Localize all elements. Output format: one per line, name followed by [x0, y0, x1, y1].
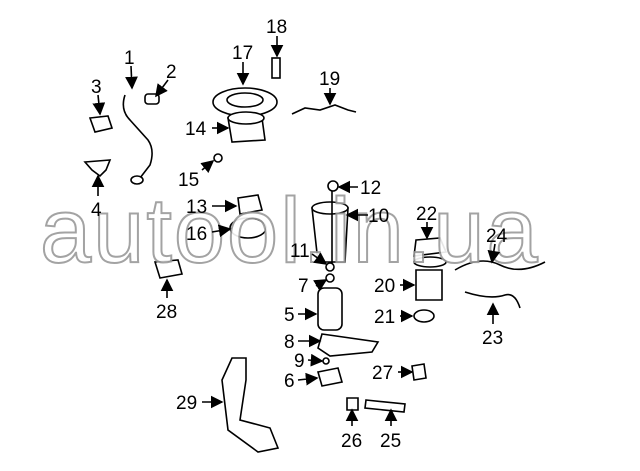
label-27: 27	[372, 363, 393, 384]
label-18: 18	[266, 17, 287, 38]
label-2: 2	[166, 62, 177, 83]
part-1-pipe-end	[130, 175, 144, 185]
label-20: 20	[374, 276, 395, 297]
label-23: 23	[482, 328, 503, 349]
part-5-fuel-pump	[317, 287, 343, 331]
part-26-clamp	[346, 397, 359, 411]
part-14-top	[227, 111, 265, 125]
part-23-hose	[464, 291, 521, 309]
part-1-fuel-pipe	[122, 94, 153, 179]
parts	[83, 57, 546, 453]
part-24-hose	[454, 260, 546, 271]
watermark-text: autool.in.ua	[40, 180, 540, 282]
label-25: 25	[380, 431, 401, 452]
label-24: 24	[486, 226, 508, 247]
part-7-oring	[325, 273, 335, 283]
label-16: 16	[186, 224, 207, 245]
part-6-strainer	[316, 367, 344, 387]
label-17: 17	[232, 43, 253, 64]
label-28: 28	[156, 302, 177, 323]
label-13: 13	[186, 197, 207, 218]
part-10-top	[311, 201, 349, 215]
part-27-clip	[411, 363, 427, 381]
label-11: 11	[290, 241, 310, 262]
label-22: 22	[416, 204, 437, 225]
label-4: 4	[91, 200, 102, 221]
label-7: 7	[298, 276, 309, 297]
label-19: 19	[319, 69, 340, 90]
label-21: 21	[374, 307, 395, 328]
part-29-filler-neck	[221, 357, 280, 453]
part-11-fitting	[325, 262, 335, 272]
label-10: 10	[368, 206, 389, 227]
label-15: 15	[178, 170, 199, 191]
part-20-canister	[415, 269, 443, 301]
part-28-bracket	[153, 259, 184, 279]
label-5: 5	[284, 305, 295, 326]
label-1: 1	[124, 48, 135, 69]
part-3-clamp	[88, 115, 114, 133]
label-26: 26	[341, 431, 362, 452]
callout-arrows	[91, 36, 501, 426]
part-15-oring	[213, 153, 223, 163]
label-14: 14	[185, 119, 207, 140]
part-18-bolt	[271, 57, 281, 79]
label-6: 6	[284, 371, 295, 392]
part-17-inner	[226, 92, 264, 108]
part-4-clip	[83, 159, 112, 178]
label-9: 9	[294, 351, 305, 372]
part-19-hose	[291, 104, 357, 115]
callout-labels: 1 2 3 4 5 6 7 8 9 10 11 12 13 14 15 16 1…	[91, 17, 508, 452]
part-13-cap	[237, 194, 263, 215]
part-9-washer	[322, 357, 330, 365]
label-12: 12	[360, 178, 381, 199]
part-21-cap	[413, 309, 435, 323]
part-25-hose	[364, 399, 406, 413]
part-8-bracket	[317, 333, 380, 357]
label-29: 29	[176, 393, 197, 414]
label-3: 3	[91, 77, 102, 98]
label-8: 8	[284, 332, 295, 353]
part-20-top	[413, 256, 447, 268]
